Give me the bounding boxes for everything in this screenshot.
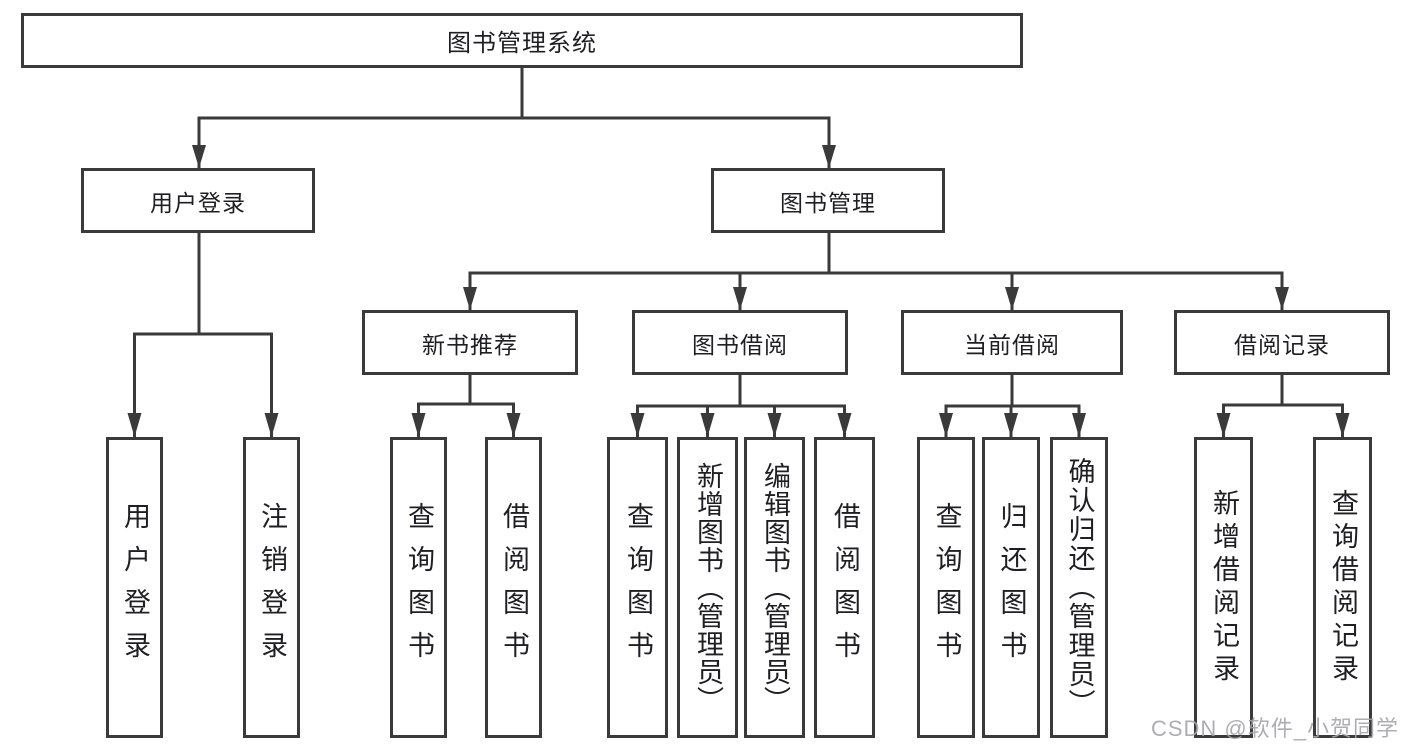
- arrow-icon: [1072, 413, 1086, 437]
- arrow-icon: [733, 287, 747, 310]
- leaf-label: 确认归还（管理员）: [1064, 457, 1095, 718]
- edge-level3-rail: [468, 271, 1284, 310]
- leaf-bb-query-books: 查询图书: [607, 437, 668, 738]
- leaf-cb-query-books: 查询图书: [917, 437, 975, 738]
- arrow-icon: [837, 413, 852, 437]
- edge-newbooks-rail: [417, 402, 515, 437]
- arrow-icon: [411, 413, 426, 437]
- leaf-br-query-record: 查询借阅记录: [1313, 437, 1372, 738]
- edge-login-rail: [133, 332, 273, 437]
- arrow-icon: [1216, 413, 1231, 437]
- arrow-icon: [264, 413, 279, 437]
- node-borrowing-records: 借阅记录: [1174, 310, 1390, 375]
- leaf-label: 借阅图书: [830, 501, 860, 674]
- leaf-user-login: 用户登录: [106, 437, 163, 738]
- node-current-borrowing: 当前借阅: [901, 310, 1123, 375]
- edge-level2-rail: [197, 116, 831, 168]
- arrow-icon: [767, 413, 782, 437]
- node-book-borrowing: 图书借阅: [632, 310, 848, 375]
- arrow-icon: [939, 413, 953, 437]
- arrowheads: [127, 145, 1350, 437]
- arrow-icon: [192, 145, 206, 168]
- leaf-label: 借阅图书: [499, 501, 529, 674]
- leaf-bb-add-books-admin: 新增图书（管理员）: [677, 437, 738, 738]
- arrow-icon: [463, 287, 477, 310]
- edge-records-rail: [1222, 403, 1344, 437]
- leaf-nb-query-books: 查询图书: [390, 437, 447, 738]
- leaf-label: 用户登录: [120, 501, 150, 674]
- leaf-br-add-record: 新增借阅记录: [1194, 437, 1253, 738]
- leaf-cb-confirm-return-admin: 确认归还（管理员）: [1050, 437, 1108, 738]
- arrow-icon: [127, 413, 142, 437]
- edge-borrow-rail: [636, 404, 846, 437]
- leaf-label: 查询图书: [404, 501, 434, 674]
- arrow-icon: [1275, 287, 1289, 310]
- leaf-bb-edit-books-admin: 编辑图书（管理员）: [744, 437, 805, 738]
- leaf-label: 归还图书: [996, 501, 1027, 674]
- node-book-management-system: 图书管理系统: [21, 13, 1023, 68]
- leaf-label: 查询图书: [623, 501, 653, 674]
- arrow-icon: [700, 413, 715, 437]
- arrow-icon: [506, 413, 521, 437]
- arrow-icon: [1004, 413, 1018, 437]
- node-user-login: 用户登录: [81, 168, 315, 233]
- node-new-book-recommend: 新书推荐: [362, 310, 578, 375]
- leaf-bb-borrow-books: 借阅图书: [814, 437, 875, 738]
- arrow-icon: [1335, 413, 1350, 437]
- leaf-logout: 注销登录: [243, 437, 300, 738]
- leaf-label: 查询借阅记录: [1328, 488, 1358, 687]
- leaf-cb-return-books: 归还图书: [982, 437, 1040, 738]
- watermark: CSDN @软件_小贺同学: [1150, 716, 1399, 741]
- node-book-management: 图书管理: [711, 168, 945, 233]
- leaf-nb-borrow-books: 借阅图书: [485, 437, 542, 738]
- leaf-label: 新增借阅记录: [1209, 488, 1239, 687]
- arrow-icon: [822, 145, 836, 168]
- leaf-label: 注销登录: [257, 501, 287, 674]
- arrow-icon: [630, 413, 645, 437]
- leaf-label: 查询图书: [931, 501, 962, 674]
- arrow-icon: [1005, 287, 1019, 310]
- leaf-label: 编辑图书（管理员）: [760, 461, 790, 714]
- leaf-label: 新增图书（管理员）: [693, 461, 723, 714]
